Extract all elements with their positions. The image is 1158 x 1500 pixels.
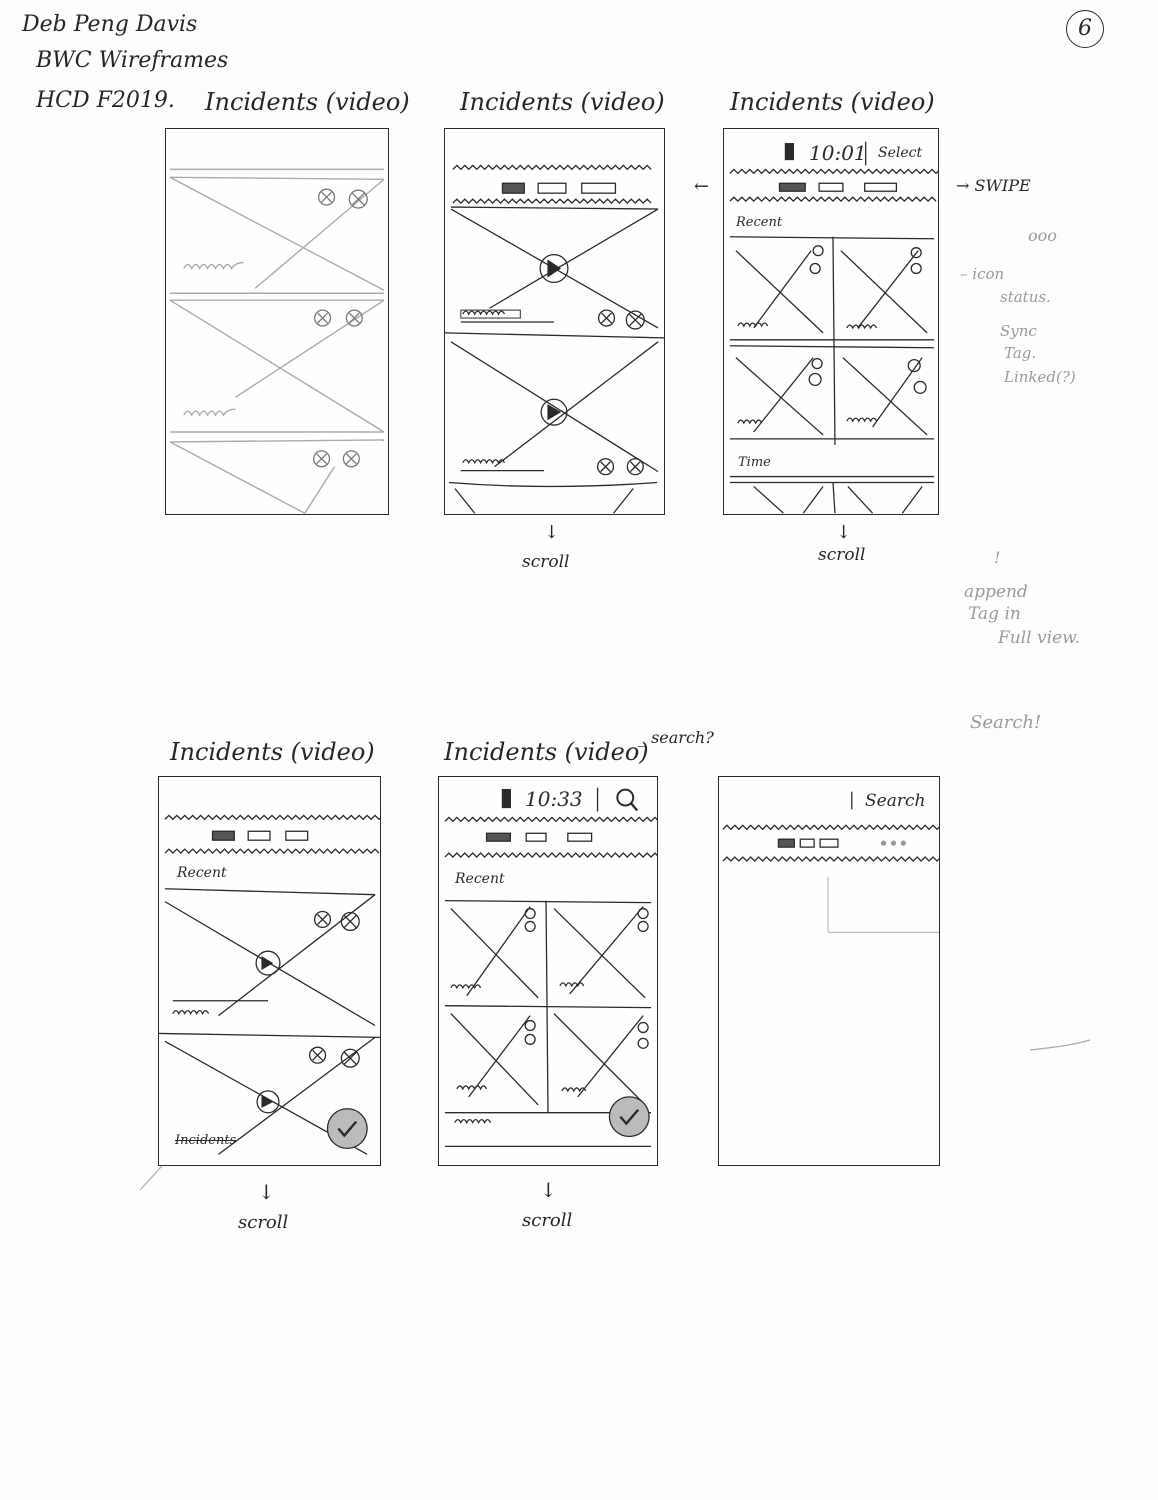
wireframe-r1-1-sketch	[169, 168, 385, 514]
title-r2-1: Incidents (video)	[170, 738, 375, 766]
append-note-2: Tag in	[968, 604, 1021, 624]
swipe-note: → SWIPE	[956, 176, 1031, 195]
frame3-recent: Recent	[736, 215, 783, 230]
scroll-label-r2-1: scroll	[238, 1212, 289, 1233]
scroll-arrow-r1-2: ↓	[544, 522, 560, 543]
search-note: Search!	[970, 712, 1042, 733]
frame3-select[interactable]: Select	[878, 145, 923, 161]
append-note-3: Full view.	[998, 628, 1081, 648]
r2f3-search-label[interactable]: Search	[865, 791, 926, 811]
append-note-1: append	[964, 582, 1028, 602]
left-arrow-note: ←	[694, 176, 710, 197]
frame3-time: 10:01	[809, 141, 867, 165]
r2f2-time: 10:33	[525, 787, 583, 811]
wireframe-r2-1: Recent Incidents	[158, 776, 381, 1166]
title-r1-1: Incidents (video)	[205, 88, 410, 116]
icon-status-note-4: Tag.	[1004, 344, 1037, 362]
wireframe-r2-3-sketch	[722, 791, 939, 933]
wireframe-r2-2-sketch	[444, 787, 657, 1148]
title-r2-2: Incidents (video)	[444, 738, 649, 766]
wireframe-r1-2	[444, 128, 665, 515]
icon-status-note-5: Linked(?)	[1004, 368, 1076, 386]
wireframe-r2-3: Search	[718, 776, 940, 1166]
title-r1-2: Incidents (video)	[460, 88, 665, 116]
author-line: Deb Peng Davis	[22, 12, 198, 37]
wireframe-r1-1	[165, 128, 389, 515]
r2f2-recent: Recent	[455, 871, 505, 887]
scroll-label-r1-2: scroll	[522, 552, 570, 572]
course-line: HCD F2019.	[36, 88, 175, 113]
r2f1-bottom-label: Incidents	[175, 1133, 237, 1148]
scroll-label-r1-3: scroll	[818, 545, 866, 565]
ellipsis-note: ooo	[1028, 226, 1057, 245]
icon-status-note-1: – icon	[960, 265, 1005, 283]
wireframe-r1-3: 10:01 Select Recent Time	[723, 128, 939, 515]
wireframe-r2-1-sketch	[159, 814, 380, 1155]
scroll-arrow-r1-3: ↓	[836, 522, 852, 543]
wireframe-r1-2-sketch	[445, 164, 664, 514]
search-question: _ search?	[638, 728, 714, 747]
icon-status-note-2: status.	[1000, 288, 1051, 306]
wireframe-r1-3-sketch	[729, 141, 938, 514]
r2f1-recent: Recent	[177, 865, 227, 881]
append-note-0: !	[994, 548, 1001, 567]
wireframe-r2-2: 10:33 Recent	[438, 776, 658, 1166]
icon-status-note-3: Sync	[1000, 322, 1037, 340]
scroll-label-r2-2: scroll	[522, 1210, 573, 1231]
project-line: BWC Wireframes	[36, 48, 229, 73]
frame3-time-section: Time	[738, 455, 771, 470]
page-number: 6	[1066, 10, 1104, 48]
scroll-arrow-r2-1: ↓	[258, 1180, 275, 1204]
scroll-arrow-r2-2: ↓	[540, 1178, 557, 1202]
title-r1-3: Incidents (video)	[730, 88, 935, 116]
